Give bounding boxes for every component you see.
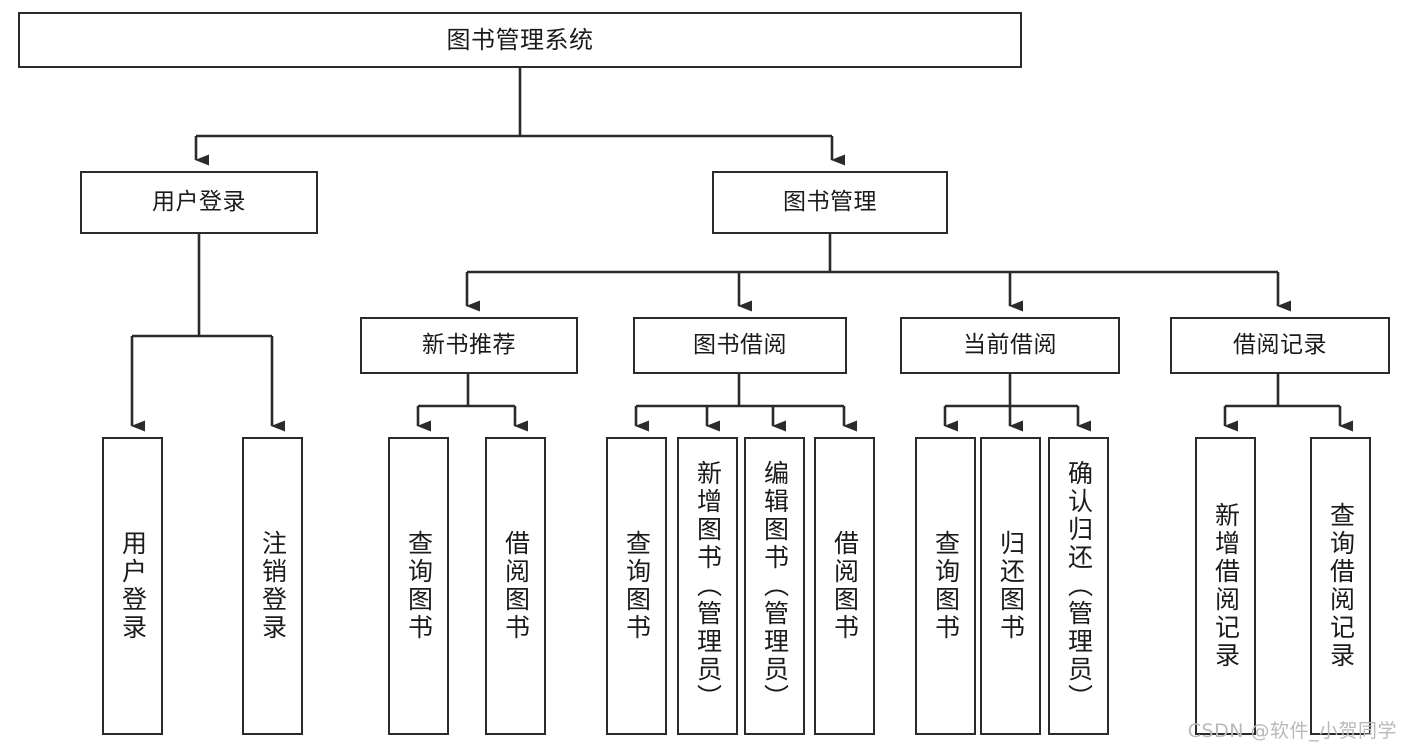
node-root-label: 图书管理系统 bbox=[446, 25, 594, 54]
node-leaf-borrow-book-1[interactable]: 借阅图书 bbox=[485, 437, 546, 735]
node-root[interactable]: 图书管理系统 bbox=[18, 12, 1022, 68]
watermark-text: CSDN @软件_小贺同学 bbox=[1187, 720, 1397, 742]
node-borrow-record[interactable]: 借阅记录 bbox=[1170, 317, 1390, 374]
node-leaf-logout-label: 注销登录 bbox=[258, 530, 288, 642]
node-book-borrow[interactable]: 图书借阅 bbox=[633, 317, 847, 374]
node-leaf-return-book[interactable]: 归还图书 bbox=[980, 437, 1041, 735]
node-leaf-query-book-1-label: 查询图书 bbox=[404, 530, 434, 642]
node-leaf-add-record-label: 新增借阅记录 bbox=[1211, 502, 1241, 670]
node-leaf-query-book-1[interactable]: 查询图书 bbox=[388, 437, 449, 735]
node-leaf-borrow-book-2[interactable]: 借阅图书 bbox=[814, 437, 875, 735]
node-leaf-edit-book-admin[interactable]: 编辑图书（管理员） bbox=[744, 437, 805, 735]
node-current-borrow-label: 当前借阅 bbox=[963, 331, 1057, 358]
node-leaf-add-book-admin[interactable]: 新增图书（管理员） bbox=[677, 437, 738, 735]
node-leaf-query-record-label: 查询借阅记录 bbox=[1326, 502, 1356, 670]
node-user-login-label: 用户登录 bbox=[152, 188, 246, 215]
node-leaf-borrow-book-1-label: 借阅图书 bbox=[501, 530, 531, 642]
node-leaf-return-book-label: 归还图书 bbox=[996, 530, 1026, 642]
node-leaf-add-record[interactable]: 新增借阅记录 bbox=[1195, 437, 1256, 735]
node-current-borrow[interactable]: 当前借阅 bbox=[900, 317, 1120, 374]
node-leaf-user-login-label: 用户登录 bbox=[118, 530, 148, 642]
node-new-book-recommend-label: 新书推荐 bbox=[422, 331, 516, 358]
node-book-manage-label: 图书管理 bbox=[783, 188, 877, 215]
node-leaf-query-book-2-label: 查询图书 bbox=[622, 530, 652, 642]
node-leaf-query-record[interactable]: 查询借阅记录 bbox=[1310, 437, 1371, 735]
node-leaf-add-book-admin-label: 新增图书（管理员） bbox=[693, 460, 723, 712]
node-book-manage[interactable]: 图书管理 bbox=[712, 171, 948, 234]
node-leaf-user-login[interactable]: 用户登录 bbox=[102, 437, 163, 735]
node-leaf-confirm-return-admin[interactable]: 确认归还（管理员） bbox=[1048, 437, 1109, 735]
node-borrow-record-label: 借阅记录 bbox=[1233, 331, 1327, 358]
node-leaf-logout[interactable]: 注销登录 bbox=[242, 437, 303, 735]
node-user-login[interactable]: 用户登录 bbox=[80, 171, 318, 234]
node-leaf-confirm-return-admin-label: 确认归还（管理员） bbox=[1064, 460, 1094, 712]
node-leaf-query-book-3-label: 查询图书 bbox=[931, 530, 961, 642]
node-leaf-borrow-book-2-label: 借阅图书 bbox=[830, 530, 860, 642]
node-new-book-recommend[interactable]: 新书推荐 bbox=[360, 317, 578, 374]
node-leaf-query-book-2[interactable]: 查询图书 bbox=[606, 437, 667, 735]
node-book-borrow-label: 图书借阅 bbox=[693, 331, 787, 358]
node-leaf-query-book-3[interactable]: 查询图书 bbox=[915, 437, 976, 735]
node-leaf-edit-book-admin-label: 编辑图书（管理员） bbox=[760, 460, 790, 712]
